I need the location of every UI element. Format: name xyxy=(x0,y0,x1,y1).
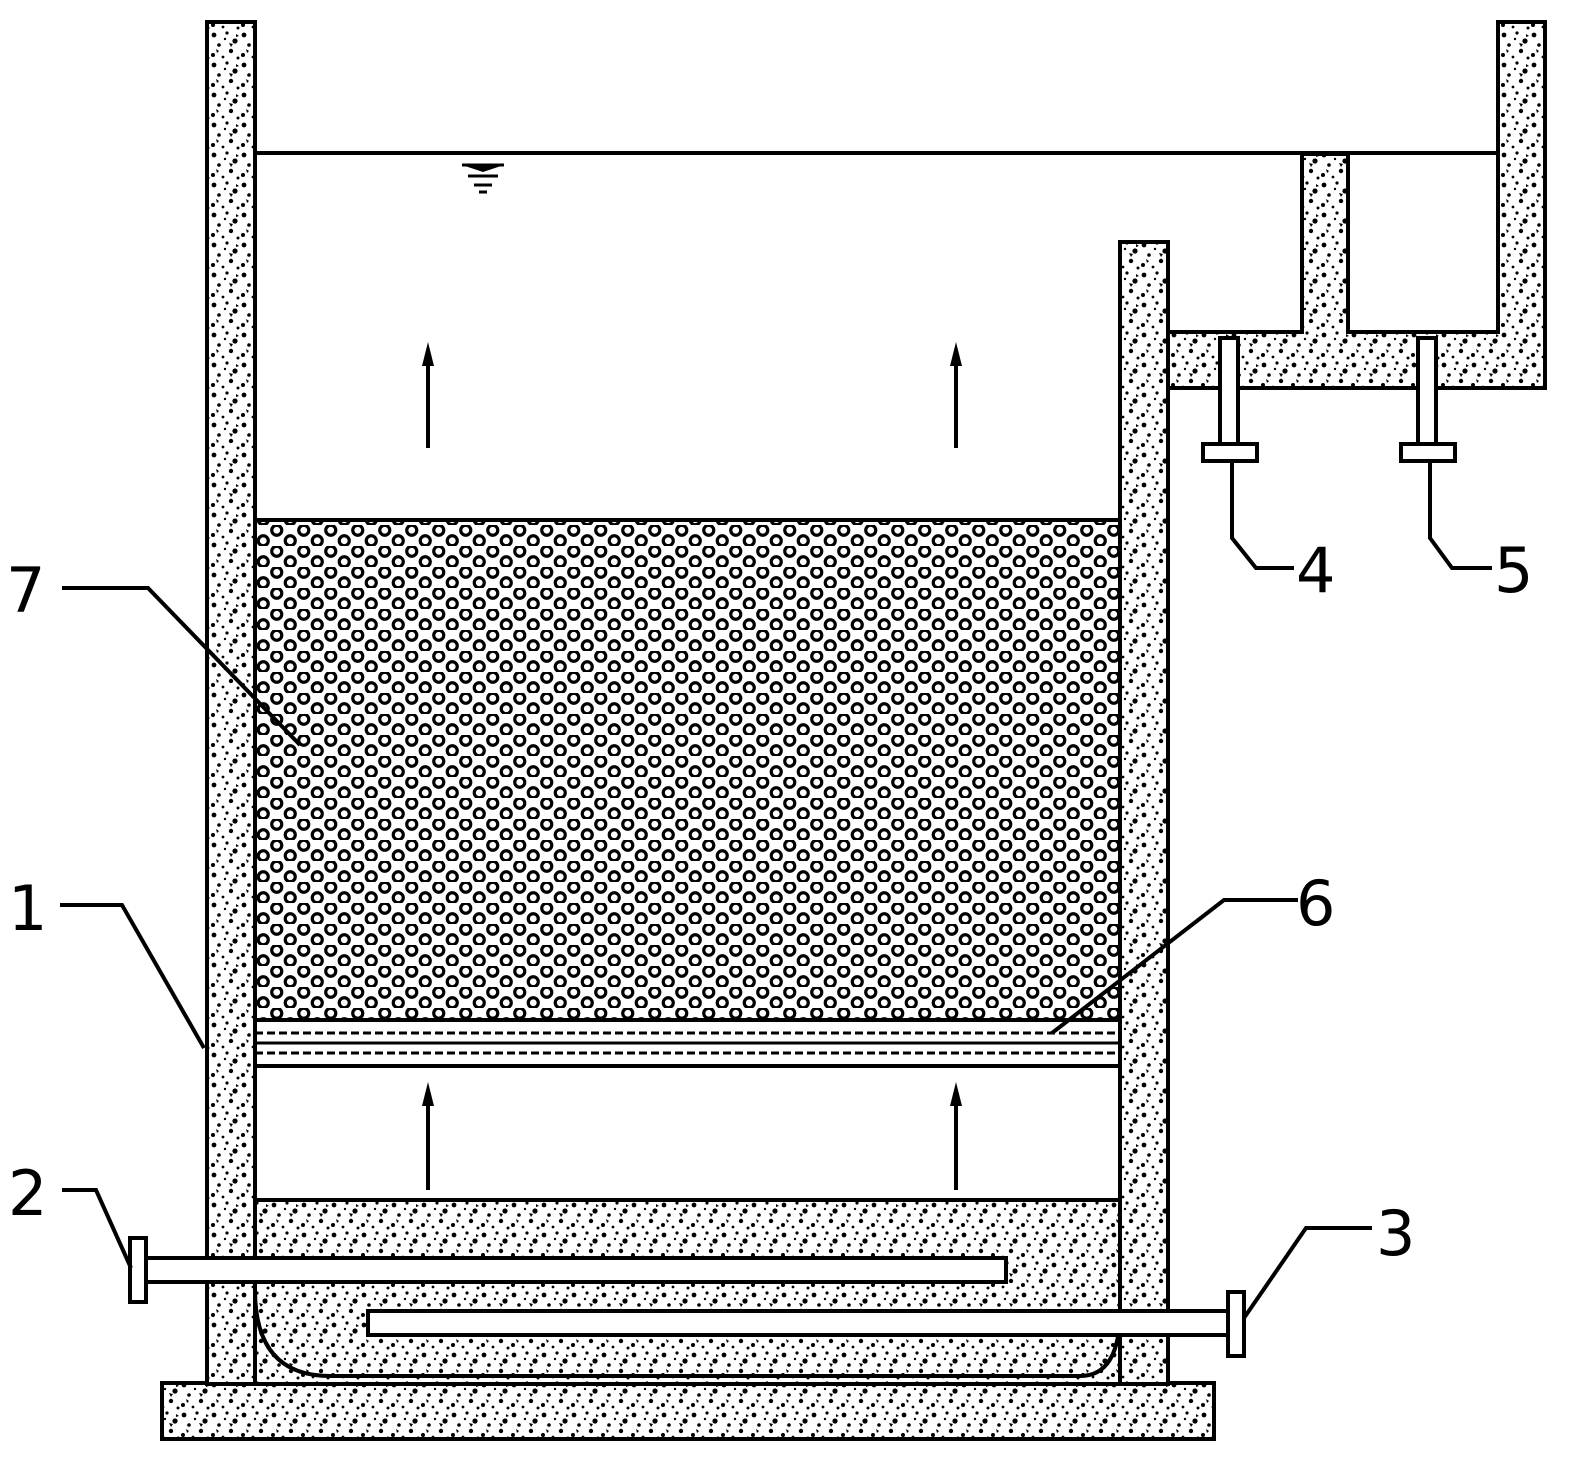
label-6: 6 xyxy=(1296,867,1335,940)
right-wall xyxy=(1118,240,1170,1386)
label-1: 1 xyxy=(8,872,47,945)
outlet-valve-4 xyxy=(1201,336,1259,463)
leader-line-4 xyxy=(1230,462,1294,570)
flow-arrow-icon xyxy=(422,1082,434,1190)
leader-line-1 xyxy=(60,903,206,1049)
flow-arrows xyxy=(422,342,962,1190)
leader-line-7 xyxy=(62,586,302,747)
base-slab xyxy=(160,1381,1216,1441)
support-layer xyxy=(253,1018,1122,1068)
leader-lines xyxy=(60,462,1492,1320)
outlet-trough xyxy=(1166,20,1547,390)
label-3: 3 xyxy=(1376,1197,1415,1270)
leader-line-3 xyxy=(1242,1226,1372,1320)
flow-arrow-icon xyxy=(950,1082,962,1190)
leader-line-6 xyxy=(1050,898,1298,1035)
water-level-icon xyxy=(462,163,504,194)
tank-walls xyxy=(160,20,1547,1441)
outlet-valve-5 xyxy=(1399,336,1457,463)
filter-media xyxy=(253,518,1122,1022)
label-7: 7 xyxy=(6,554,45,627)
flow-arrow-icon xyxy=(422,342,434,448)
inlet-pipe xyxy=(128,1236,1008,1304)
label-2: 2 xyxy=(8,1157,47,1230)
label-5: 5 xyxy=(1494,534,1533,607)
bottom-fill xyxy=(253,1198,1122,1386)
flow-arrow-icon xyxy=(950,342,962,448)
leader-line-2 xyxy=(62,1188,133,1269)
leader-line-5 xyxy=(1428,462,1492,570)
water-surface xyxy=(255,151,1498,194)
label-4: 4 xyxy=(1296,534,1335,607)
left-wall xyxy=(205,20,257,1386)
backwash-pipe xyxy=(366,1290,1246,1358)
inner-channel-outline xyxy=(253,1289,1122,1378)
